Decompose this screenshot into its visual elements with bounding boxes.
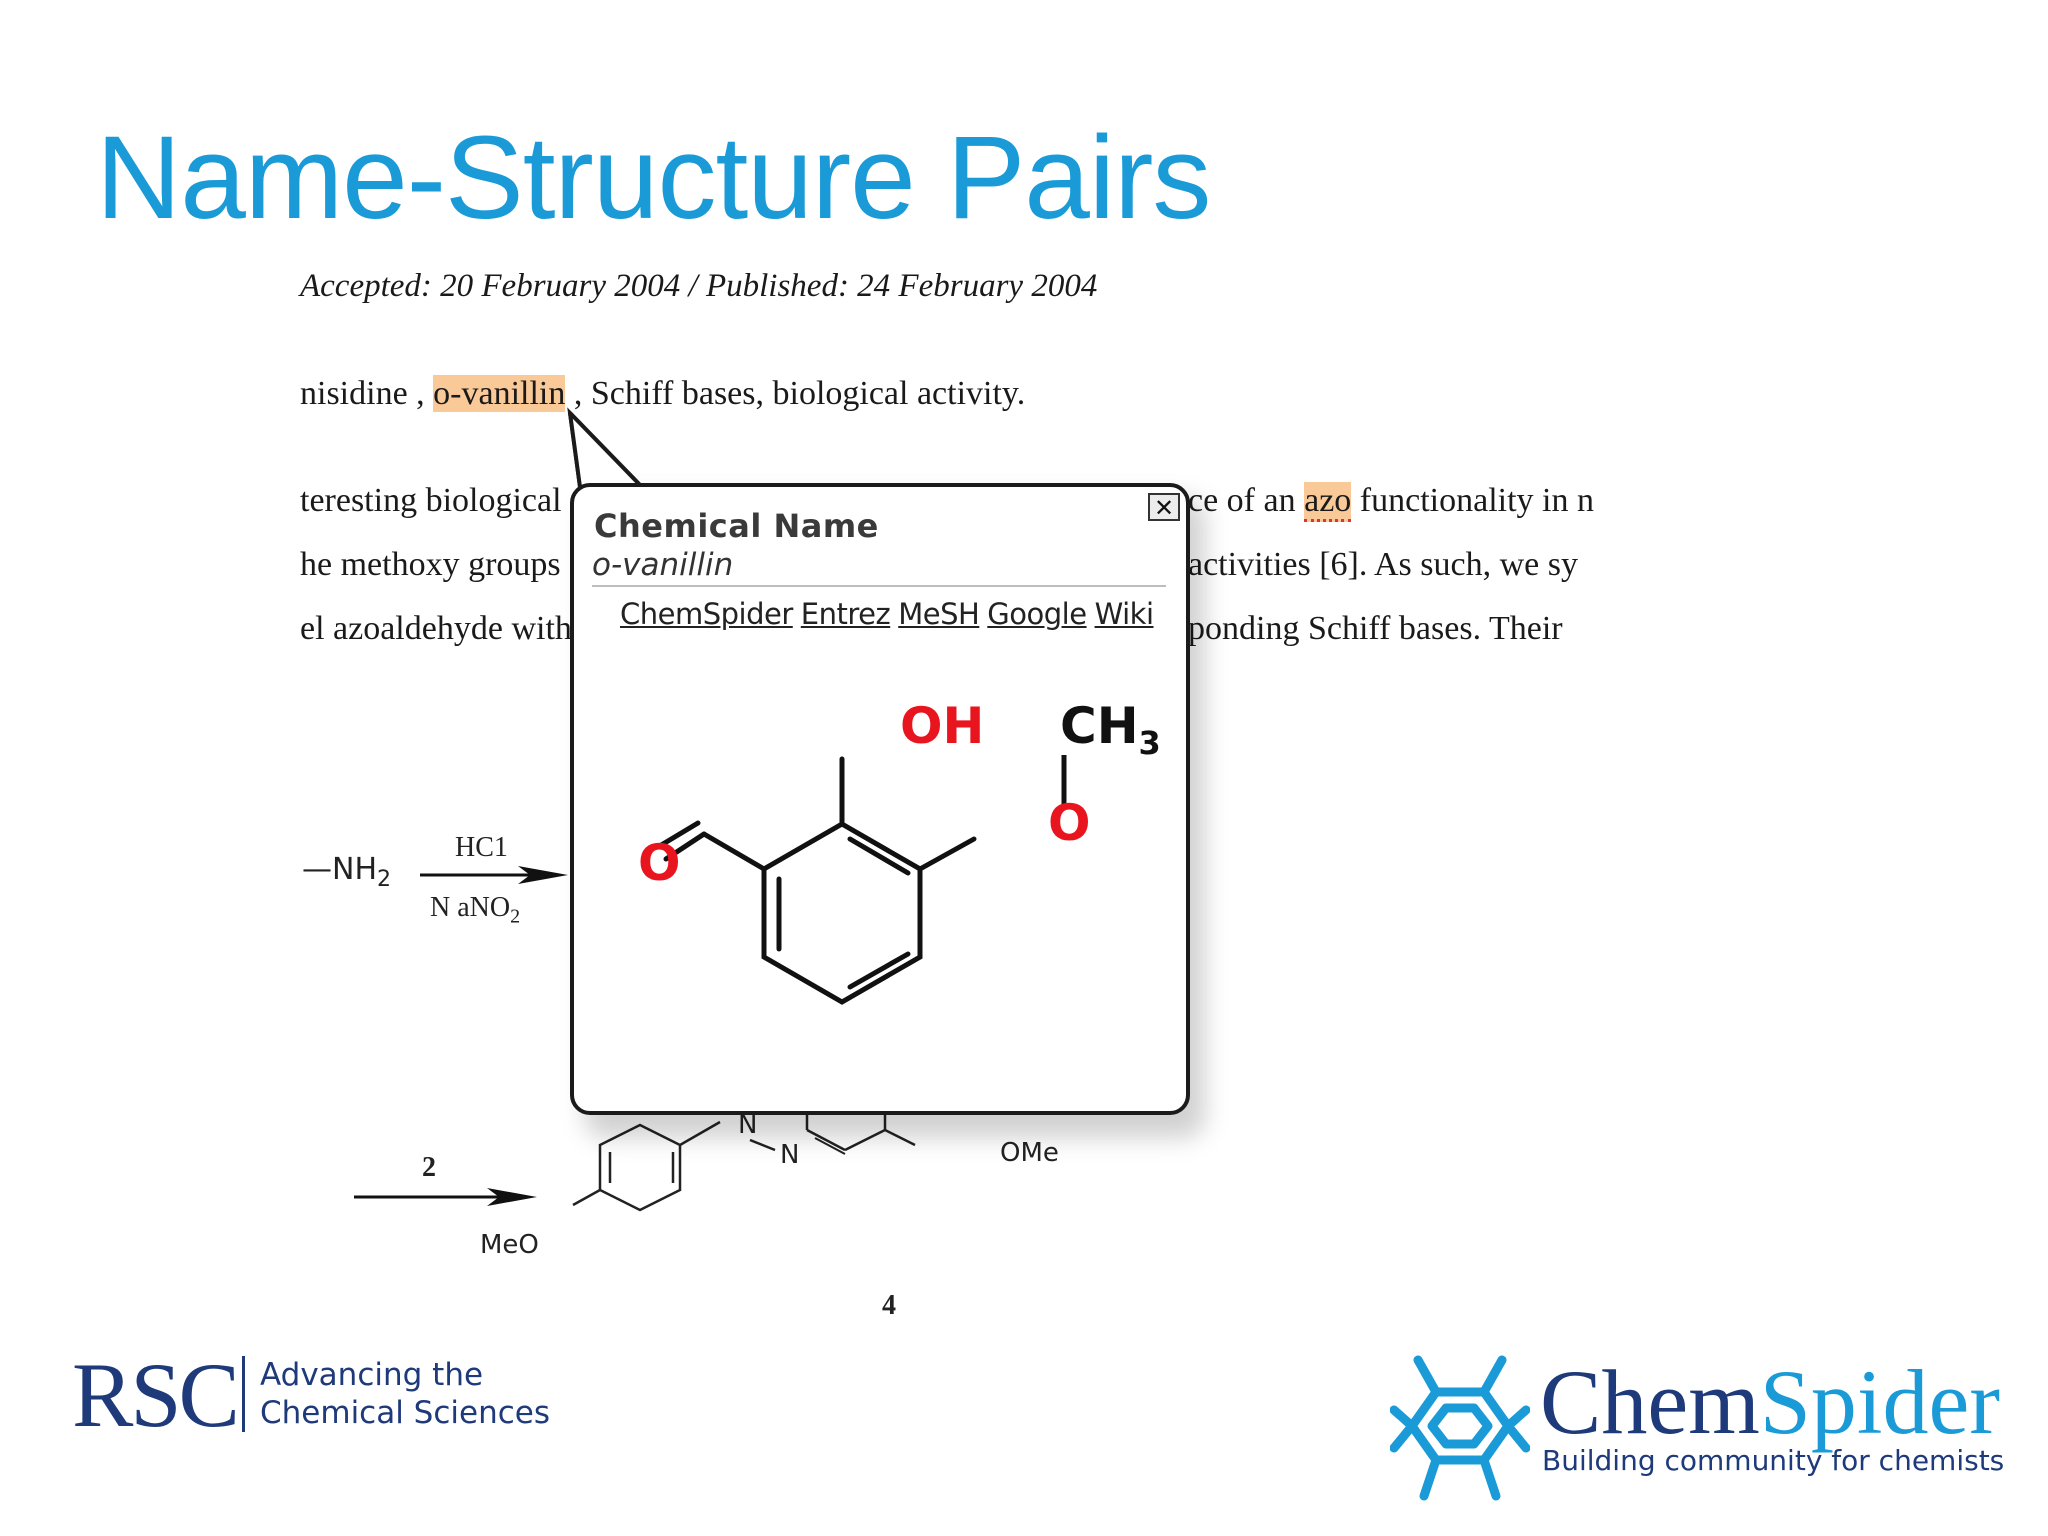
body-line-3-left: el azoaldehyde with <box>300 610 572 647</box>
scheme-arrow-2 <box>354 1188 537 1206</box>
scheme-arrow-1 <box>420 866 568 884</box>
scheme-reactant-number: 2 <box>422 1152 436 1183</box>
scheme-ome-label: OMe <box>1000 1138 1059 1168</box>
keywords-after: , Schiff bases, biological activity. <box>565 375 1026 412</box>
o-vanillin-structure <box>655 755 1067 1005</box>
rsc-mark: RSC <box>72 1344 240 1446</box>
scheme-azo-n1: N <box>738 1110 758 1140</box>
popup-divider <box>592 585 1166 587</box>
link-google[interactable]: Google <box>987 597 1087 631</box>
rsc-tagline-line2: Chemical Sciences <box>260 1395 551 1431</box>
chemspider-logo: ChemSpider Building community for chemis… <box>1390 1352 2004 1502</box>
rsc-tagline: Advancing the Chemical Sciences <box>260 1356 550 1432</box>
popup-chemical-name: o-vanillin <box>592 547 734 583</box>
document-screenshot: Accepted: 20 February 2004 / Published: … <box>300 240 1600 1340</box>
spider-icon <box>1390 1355 1530 1501</box>
structure-methoxy-o: O <box>1048 794 1091 852</box>
scheme-amine-label: —NH2 <box>302 852 391 892</box>
scheme-product-structure <box>572 1100 916 1212</box>
body-line-1-left: teresting biological <box>300 482 562 519</box>
link-chemspider[interactable]: ChemSpider <box>620 597 793 631</box>
structure-ch3-label: CH3 <box>1060 697 1161 762</box>
keywords-before: nisidine , <box>300 375 434 412</box>
popup-heading: Chemical Name <box>594 507 879 545</box>
body-line-3-right: ponding Schiff bases. Their <box>1188 610 1563 647</box>
highlight-o-vanillin[interactable]: o-vanillin <box>433 375 566 412</box>
link-mesh[interactable]: MeSH <box>898 597 980 631</box>
body-line-2-right: activities [6]. As such, we sy <box>1188 546 1578 583</box>
structure-aldehyde-o: O <box>638 834 681 892</box>
keywords-line: nisidine , o-vanillin , Schiff bases, bi… <box>300 375 1025 413</box>
body-line-1-right-after: functionality in n <box>1351 482 1594 519</box>
popup-tail <box>567 407 645 490</box>
slide-title: Name-Structure Pairs <box>96 112 1211 244</box>
highlight-azo[interactable]: azo <box>1304 482 1352 522</box>
structure-oh-label: OH <box>900 697 985 755</box>
rsc-divider <box>242 1356 245 1432</box>
scheme-azo-n2: N <box>780 1140 800 1170</box>
chemspider-wordmark: ChemSpider <box>1540 1351 2000 1453</box>
body-line-1-right: ce of an azo functionality in n <box>1188 482 1594 522</box>
link-wiki[interactable]: Wiki <box>1094 597 1154 631</box>
scheme-product-number: 4 <box>882 1290 896 1321</box>
chemspider-tagline: Building community for chemists <box>1542 1444 2005 1477</box>
rsc-logo: RSC Advancing the Chemical Sciences <box>72 1344 592 1446</box>
scheme-reagent-top: HC1 <box>455 832 508 863</box>
close-icon[interactable]: ✕ <box>1148 493 1180 521</box>
body-line-2-left: he methoxy groups <box>300 546 561 583</box>
scheme-reagent-bottom: N aNO2 <box>430 892 521 928</box>
scheme-meo-label: MeO <box>480 1230 539 1260</box>
publication-dates: Accepted: 20 February 2004 / Published: … <box>300 268 1098 304</box>
body-line-1-right-before: ce of an <box>1188 482 1305 519</box>
link-entrez[interactable]: Entrez <box>800 597 891 631</box>
rsc-tagline-line1: Advancing the <box>260 1357 484 1393</box>
